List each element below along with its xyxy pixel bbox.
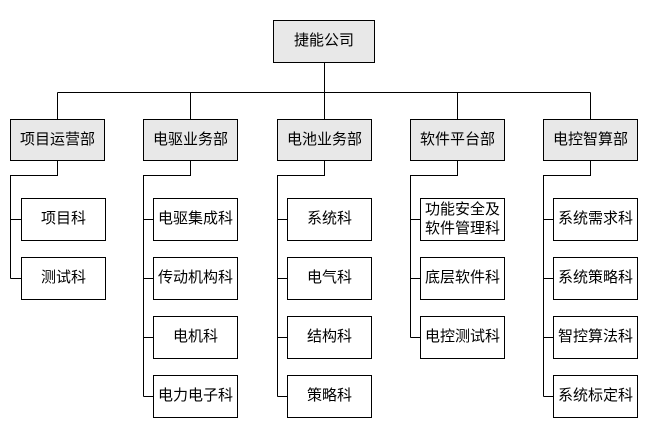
company-node: 捷能公司 xyxy=(273,20,375,63)
section-node-4-1: 功能安全及 软件管理科 xyxy=(420,198,505,241)
section-node-3-3: 结构科 xyxy=(287,316,372,359)
dept-node-5: 电控智算部 xyxy=(543,119,638,161)
section-node-5-2: 系统策略科 xyxy=(553,257,638,300)
section-node-5-1: 系统需求科 xyxy=(553,198,638,241)
section-node-3-1: 系统科 xyxy=(287,198,372,241)
connector-col5 xyxy=(543,161,591,397)
section-node-1-2: 测试科 xyxy=(21,257,106,300)
section-node-2-1: 电驱集成科 xyxy=(153,198,238,241)
section-node-5-4: 系统标定科 xyxy=(553,375,638,418)
connector-col1 xyxy=(10,161,58,279)
section-node-4-3: 电控测试科 xyxy=(420,316,505,359)
connector-col4 xyxy=(410,161,458,338)
section-node-1-1: 项目科 xyxy=(21,198,106,241)
section-node-3-4: 策略科 xyxy=(287,375,372,418)
connector-col2 xyxy=(143,161,191,397)
section-node-2-3: 电机科 xyxy=(153,316,238,359)
dept-node-3: 电池业务部 xyxy=(277,119,372,161)
connector-col3 xyxy=(277,161,325,397)
connector-root-bus xyxy=(57,63,591,119)
section-node-4-2: 底层软件科 xyxy=(420,257,505,300)
dept-node-1: 项目运营部 xyxy=(10,119,105,161)
section-node-5-3: 智控算法科 xyxy=(553,316,638,359)
dept-node-2: 电驱业务部 xyxy=(143,119,238,161)
dept-node-4: 软件平台部 xyxy=(410,119,505,161)
section-node-2-2: 传动机构科 xyxy=(153,257,238,300)
section-node-2-4: 电力电子科 xyxy=(153,375,238,418)
section-node-3-2: 电气科 xyxy=(287,257,372,300)
